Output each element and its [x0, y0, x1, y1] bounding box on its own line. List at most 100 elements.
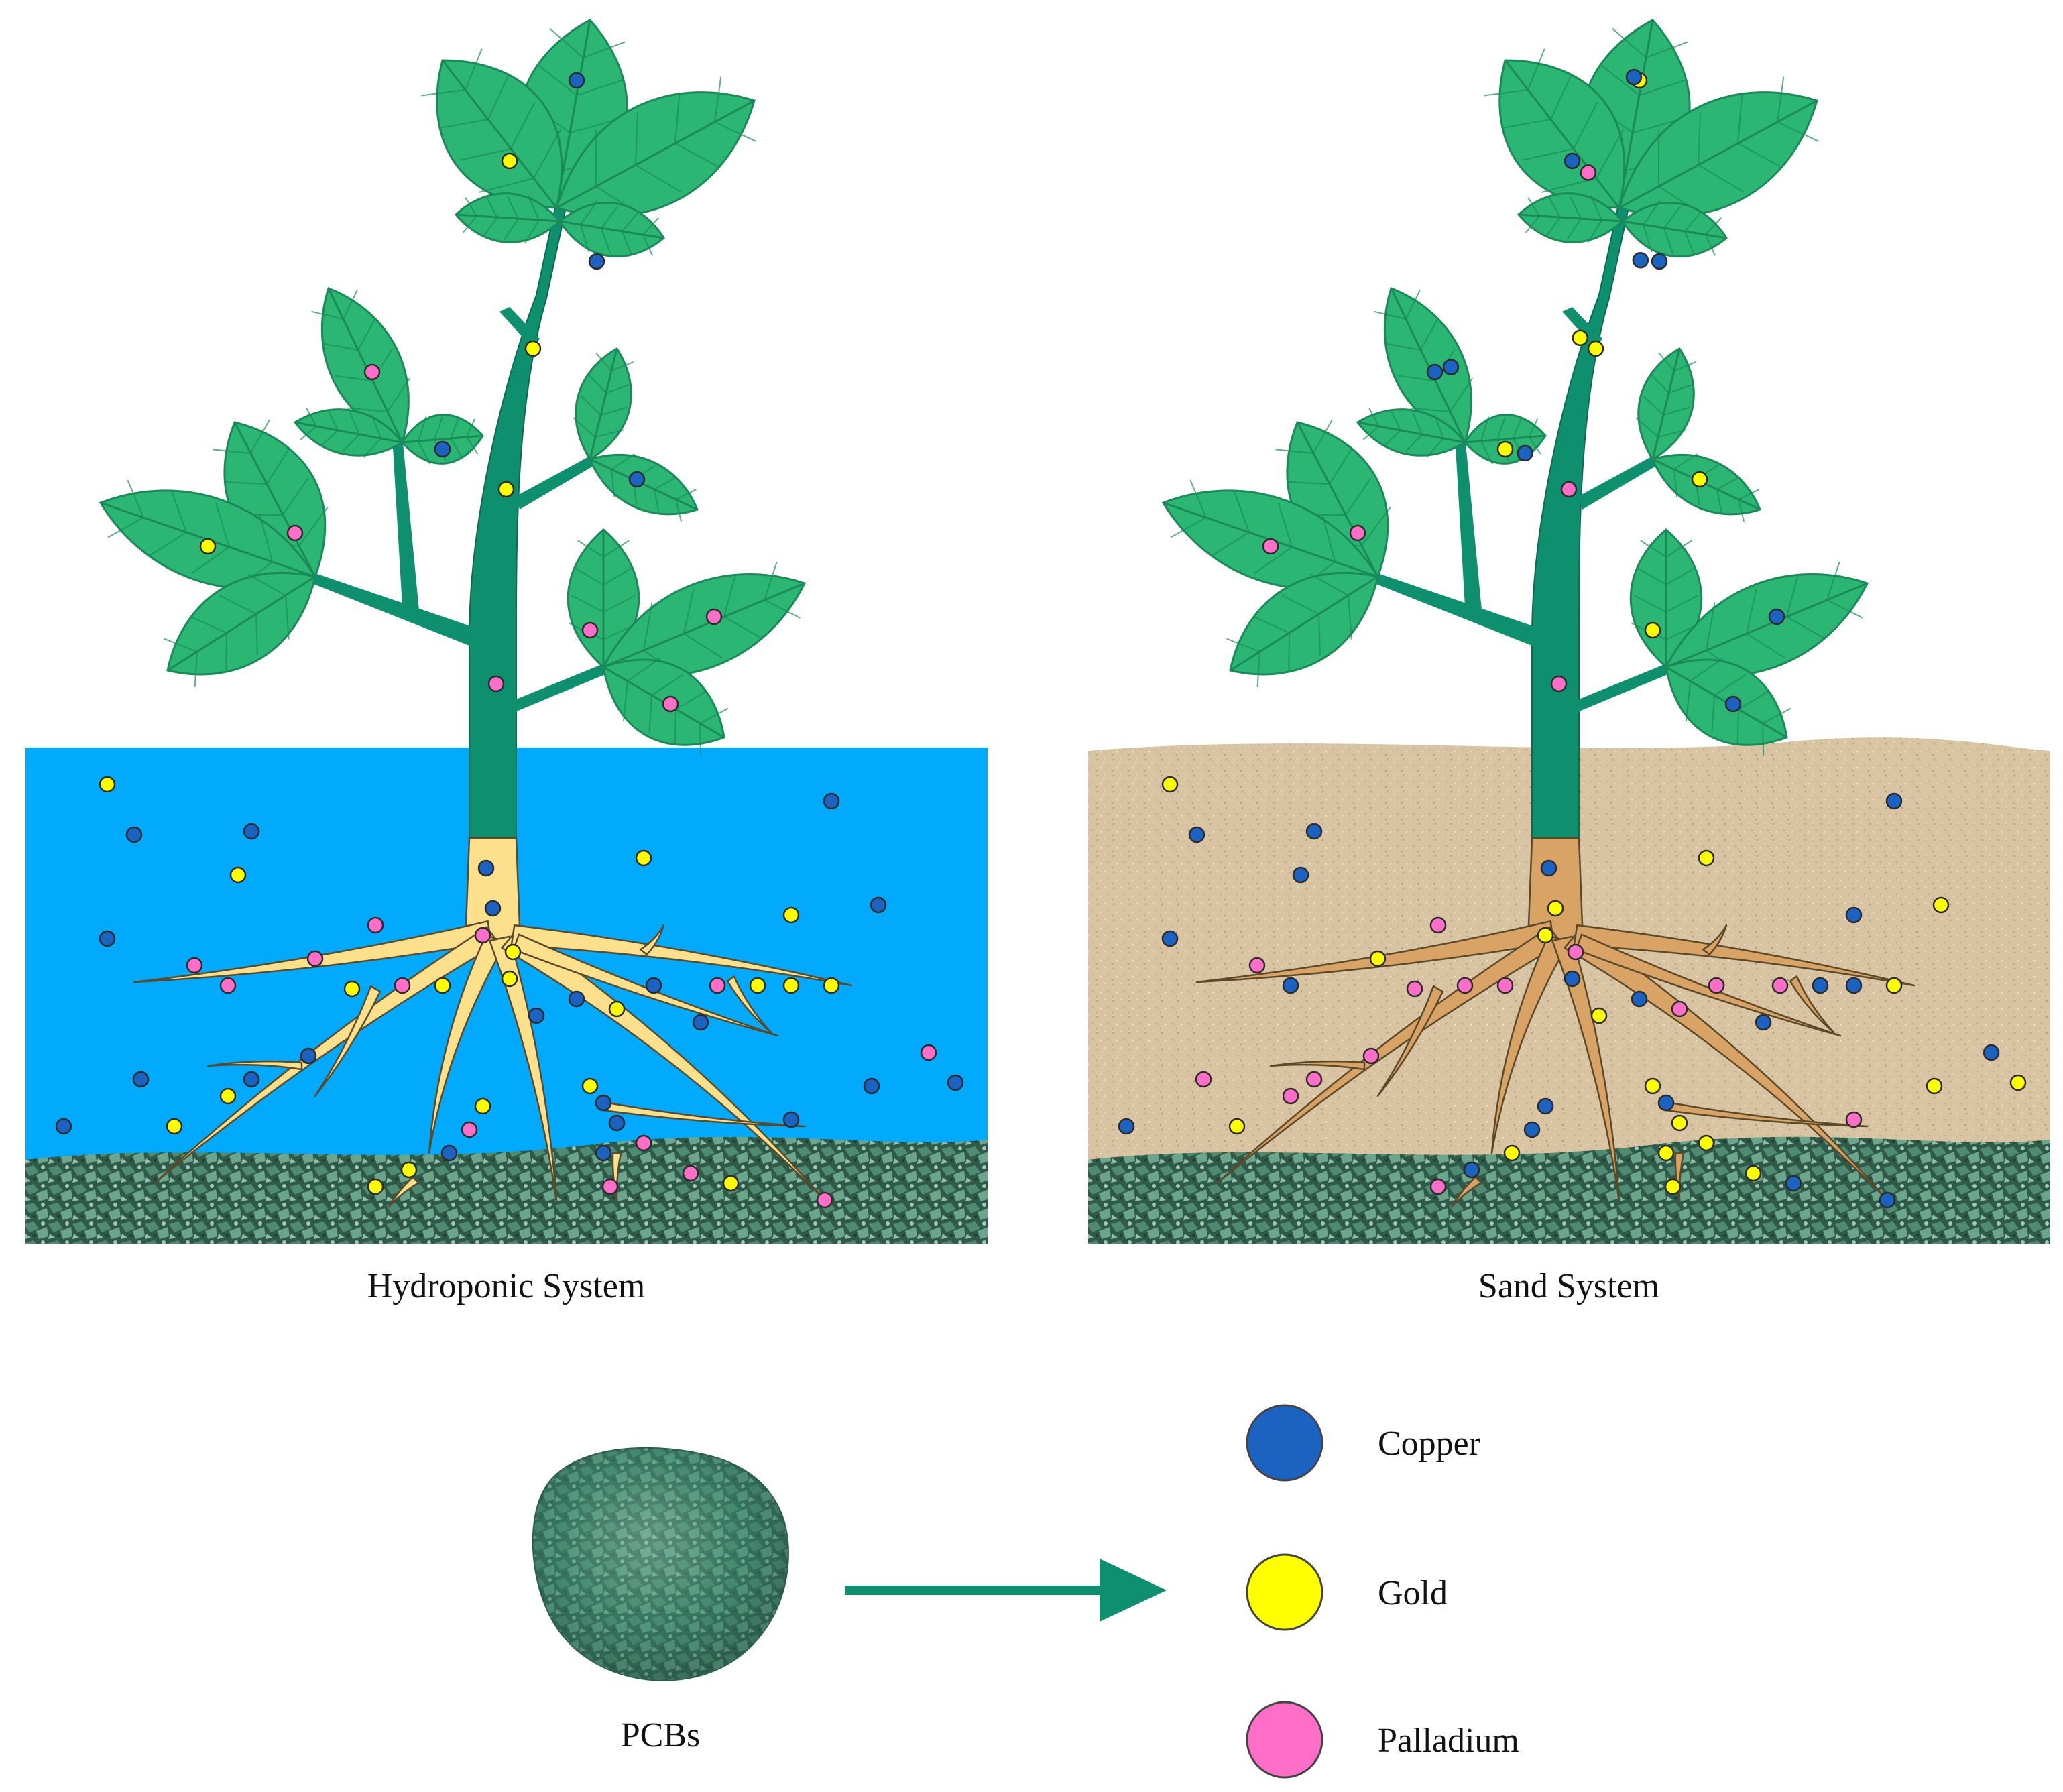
leaf-vein — [1651, 373, 1694, 394]
leaf-vein — [1410, 377, 1474, 412]
copper-dot — [595, 1094, 612, 1112]
leaf-vein — [504, 196, 519, 240]
leaf-vein — [1600, 64, 1686, 96]
copper-swatch — [1246, 1404, 1323, 1482]
copper-dot — [1523, 1121, 1541, 1138]
leaf-vein — [524, 195, 540, 243]
palladium-dot — [394, 977, 411, 994]
leaf-midrib — [603, 582, 805, 668]
gold-dot — [219, 1087, 237, 1105]
gold-dot — [1228, 1118, 1246, 1135]
palladium-dot — [1550, 675, 1568, 693]
leaf-vein — [1480, 416, 1494, 465]
legend-label-gold: Gold — [1378, 1574, 1448, 1612]
leaf-vein — [1643, 396, 1690, 416]
panel-water: Hydroponic System — [25, 19, 988, 1305]
copper-dot — [1845, 977, 1863, 994]
leaf-midrib — [441, 60, 558, 208]
leaf-midrib — [1622, 220, 1727, 239]
leaf-vein — [1226, 638, 1260, 688]
leaf-vein — [683, 589, 723, 659]
leaf-vein — [1545, 196, 1561, 237]
palladium-dot — [920, 1044, 937, 1061]
palladium-dot — [363, 363, 381, 381]
copper-dot — [1879, 1191, 1896, 1209]
root — [602, 1101, 806, 1128]
copper-dot — [1812, 977, 1829, 994]
leaf-midrib — [1230, 575, 1378, 672]
palladium-dot — [709, 977, 726, 994]
palladium-dot — [1429, 916, 1447, 934]
copper-dot — [1426, 363, 1443, 381]
copper-dot — [1282, 977, 1299, 994]
gold-dot — [501, 152, 518, 170]
copper-dot — [1657, 1094, 1675, 1112]
gold-dot — [1932, 896, 1950, 914]
leaf-vein — [1777, 76, 1819, 142]
copper-dot — [1188, 826, 1205, 843]
copper-dot — [440, 1144, 458, 1162]
copper-dot — [1785, 1175, 1802, 1192]
leaf-vein — [1529, 418, 1541, 455]
gold-dot — [367, 1178, 384, 1195]
leaf-vein — [1212, 491, 1250, 556]
copper-dot — [568, 72, 585, 89]
gold-dot — [1161, 776, 1179, 793]
gold-dot — [823, 977, 840, 994]
copper-dot — [1305, 823, 1323, 840]
leaf-vein — [311, 289, 359, 320]
pcb-pile-texture — [533, 1448, 788, 1681]
palladium-swatch — [1246, 1701, 1323, 1779]
root — [1551, 935, 1620, 1201]
gold-dot — [229, 866, 247, 884]
copper-dot — [1161, 930, 1179, 947]
copper-dot — [1118, 1118, 1135, 1135]
leaf-vein — [588, 373, 631, 394]
leaf-vein — [1716, 477, 1739, 514]
leaf-vein — [635, 112, 682, 193]
leaf-vein — [571, 595, 636, 613]
leaf-vein — [1663, 206, 1682, 254]
leaf-vein — [1637, 567, 1696, 585]
root — [1674, 1152, 1685, 1201]
leaf-vein — [300, 408, 317, 440]
leaf-vein — [1705, 217, 1722, 256]
palladium-dot — [705, 608, 723, 625]
palladium-dot — [1560, 481, 1578, 498]
gold-dot — [782, 977, 800, 994]
copper-dot — [692, 1014, 709, 1031]
leaf-vein — [219, 595, 259, 656]
leaf-midrib — [1651, 348, 1681, 460]
root — [1573, 924, 1915, 987]
leaf-vein — [1686, 657, 1724, 721]
root — [1490, 934, 1570, 1154]
copper-dot — [434, 440, 451, 458]
leaf-vein — [190, 502, 230, 575]
copper-dot — [1651, 253, 1668, 270]
leaf-vein — [1374, 289, 1421, 320]
palladium-dot — [186, 957, 203, 974]
gold-swatch — [1246, 1553, 1323, 1631]
leaf-vein — [642, 217, 659, 256]
gold-dot — [1926, 1077, 1943, 1095]
gold-dot — [1698, 1134, 1715, 1152]
gold-dot — [1671, 1114, 1688, 1132]
copper-dot — [484, 900, 502, 917]
leaf-vein — [1254, 616, 1290, 672]
leaf-vein — [1762, 707, 1791, 756]
leaf-vein — [654, 477, 676, 514]
gold-dot — [99, 776, 116, 793]
leaf-vein — [1684, 211, 1702, 255]
arrow-head — [1100, 1559, 1167, 1622]
leaf-vein — [1587, 195, 1602, 243]
palladium-dot — [367, 916, 384, 934]
root — [1789, 975, 1835, 1034]
copper-dot — [132, 1071, 150, 1088]
gold-dot — [635, 849, 652, 867]
gold-dot — [166, 1118, 183, 1135]
leaf-vein — [321, 410, 339, 446]
panel-caption: Sand System — [1478, 1267, 1659, 1305]
branch — [513, 664, 607, 712]
palladium-dot — [816, 1191, 833, 1209]
gold-dot — [782, 906, 800, 924]
